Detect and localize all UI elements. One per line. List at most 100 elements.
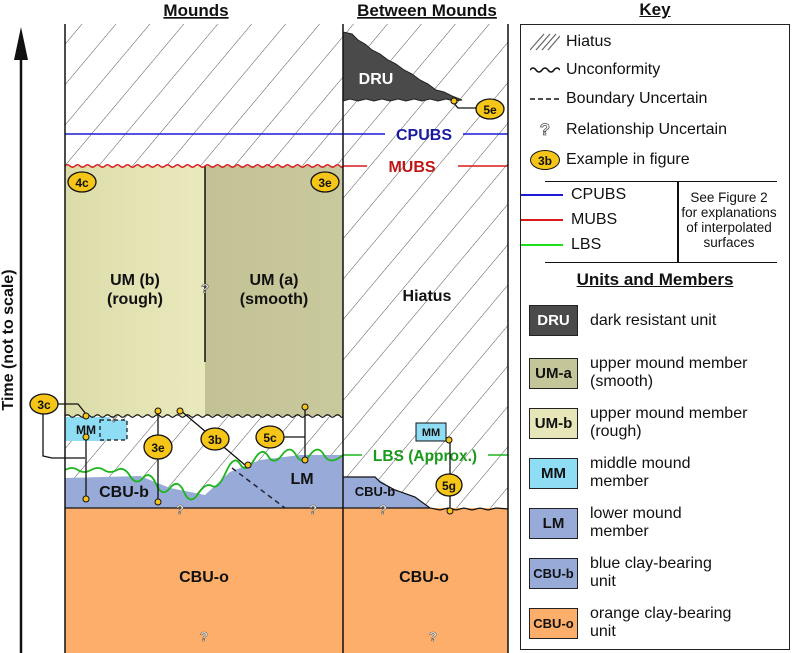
lbs-wavy-line	[64, 448, 344, 501]
svg-text:5c: 5c	[263, 431, 277, 445]
unit-um-a: UM-a upper mound member (smooth)	[529, 355, 790, 391]
figure-ref-3c: 3c	[29, 393, 59, 415]
surface-mubs: MUBS	[521, 211, 617, 229]
unit-cbu-b: CBU-b blue clay-bearing unit	[529, 555, 740, 591]
mubs-wavy-line	[64, 164, 344, 168]
figure-ref-badges: 5e 4c 3e 3c 3e 3b 5c 5g	[29, 98, 505, 497]
stratigraphy-diagram: Mounds Between Mounds Time (not to scale…	[0, 1, 509, 653]
figure-ref-3e-top: 3e	[310, 171, 340, 193]
um-b-rough	[65, 166, 205, 416]
wavy-line-icon	[530, 64, 564, 76]
point-marker	[445, 436, 453, 444]
surfaces-note: See Figure 2 for explanations of interpo…	[681, 190, 777, 250]
dru-label: DRU	[359, 71, 394, 88]
figure-ref-5c: 5c	[255, 425, 285, 449]
um-a-label-1: UM (a)	[250, 272, 299, 289]
svg-text:3c: 3c	[37, 398, 51, 412]
hatch-icon	[530, 32, 564, 52]
point-marker	[176, 407, 184, 415]
key-item-example: 3b Example in figure	[530, 150, 690, 170]
cbu-b-between-label: CBU-b	[355, 484, 395, 499]
um-a-smooth	[205, 166, 343, 416]
unit-dru: DRU dark resistant unit	[529, 305, 716, 336]
cbu-o-mounds	[65, 508, 343, 653]
point-marker	[301, 403, 309, 411]
key-item-unconformity: Unconformity	[530, 61, 660, 79]
question-icon: ?	[429, 629, 437, 644]
question-icon: ?	[309, 502, 317, 517]
lbs-label: LBS (Approx.)	[373, 448, 477, 465]
cpubs-label: CPUBS	[396, 127, 452, 144]
point-marker	[301, 456, 309, 464]
svg-text:3e: 3e	[318, 176, 332, 190]
dashed-line-icon	[530, 96, 564, 102]
surfaces-table: CPUBS MUBS LBS See Figure 2 for explanat…	[521, 181, 777, 263]
axis-arrow-icon	[14, 27, 28, 60]
badge-icon: 3b	[530, 150, 564, 170]
key-item-hiatus: Hiatus	[530, 32, 611, 52]
key-item-relationship-uncertain: ? Relationship Uncertain	[530, 120, 727, 140]
question-icon: ?	[539, 120, 551, 140]
figure-ref-5e: 5e	[475, 98, 505, 120]
cbu-b-mounds	[65, 455, 343, 508]
unit-lm: LM lower mound member	[529, 505, 720, 541]
um-a-swatch: UM-a	[529, 357, 578, 389]
cbu-o-swatch: CBU-o	[529, 607, 578, 639]
um-b-label-1: UM (b)	[110, 272, 160, 289]
lm-swatch: LM	[529, 507, 578, 539]
cbu-b-swatch: CBU-b	[529, 557, 578, 589]
surface-cpubs: CPUBS	[521, 186, 626, 204]
key-item-boundary-uncertain: Boundary Uncertain	[530, 90, 707, 108]
cpubs-line-icon	[521, 194, 563, 196]
units-title: Units and Members	[576, 270, 734, 289]
unconformity-between-base	[343, 476, 509, 511]
lm-label: LM	[290, 471, 313, 488]
mm-between-label: MM	[422, 427, 440, 439]
hiatus-label: Hiatus	[403, 288, 452, 305]
figure-ref-3b: 3b	[200, 427, 230, 451]
cbu-o-mounds-label: CBU-o	[179, 569, 229, 586]
time-axis-label: Time (not to scale)	[0, 269, 17, 410]
question-mm: ?	[110, 411, 117, 425]
mm-uncertain-extent	[99, 419, 128, 441]
lm-uncertain-boundary	[231, 467, 286, 509]
point-marker	[82, 433, 90, 441]
mm-mounds-label: MM	[76, 423, 96, 437]
cbu-b-between	[343, 477, 430, 508]
figure-ref-3e-mid: 3e	[143, 434, 173, 460]
unit-mm: MM middle mound member	[529, 455, 720, 491]
figure-ref-5g: 5g	[435, 473, 463, 497]
dru-swatch: DRU	[529, 305, 578, 336]
cbu-o-between-label: CBU-o	[399, 569, 449, 586]
dru-unit	[342, 31, 463, 102]
um-b-swatch: UM-b	[529, 407, 578, 439]
mounds-title: Mounds	[163, 1, 228, 20]
time-axis: Time (not to scale)	[0, 27, 28, 653]
point-marker	[450, 97, 458, 105]
figure-ref-4c: 4c	[67, 171, 97, 193]
mm-between	[415, 422, 447, 442]
point-marker	[244, 461, 252, 469]
point-marker	[154, 498, 162, 506]
mm-swatch: MM	[529, 457, 578, 489]
question-icon: ?	[200, 629, 208, 644]
between-mounds-title: Between Mounds	[357, 1, 497, 20]
question-um: ?	[201, 281, 209, 296]
unit-um-b: UM-b upper mound member (rough)	[529, 405, 790, 441]
point-marker	[82, 495, 90, 503]
unconformity-um-base	[64, 414, 344, 418]
um-a-label-2: (smooth)	[240, 291, 308, 308]
lbs-line-icon	[521, 244, 563, 246]
svg-text:3b: 3b	[208, 433, 222, 447]
surface-lbs: LBS	[521, 236, 601, 254]
mubs-line-icon	[521, 219, 563, 221]
cbu-b-mounds-label: CBU-b	[99, 484, 149, 501]
svg-text:5g: 5g	[442, 479, 456, 493]
svg-text:3e: 3e	[151, 441, 165, 455]
point-marker	[82, 412, 90, 420]
question-icon: ?	[379, 502, 387, 517]
point-marker	[154, 407, 162, 415]
question-icon: ?	[176, 502, 184, 517]
svg-text:5e: 5e	[483, 103, 497, 117]
mubs-label: MUBS	[388, 159, 435, 176]
